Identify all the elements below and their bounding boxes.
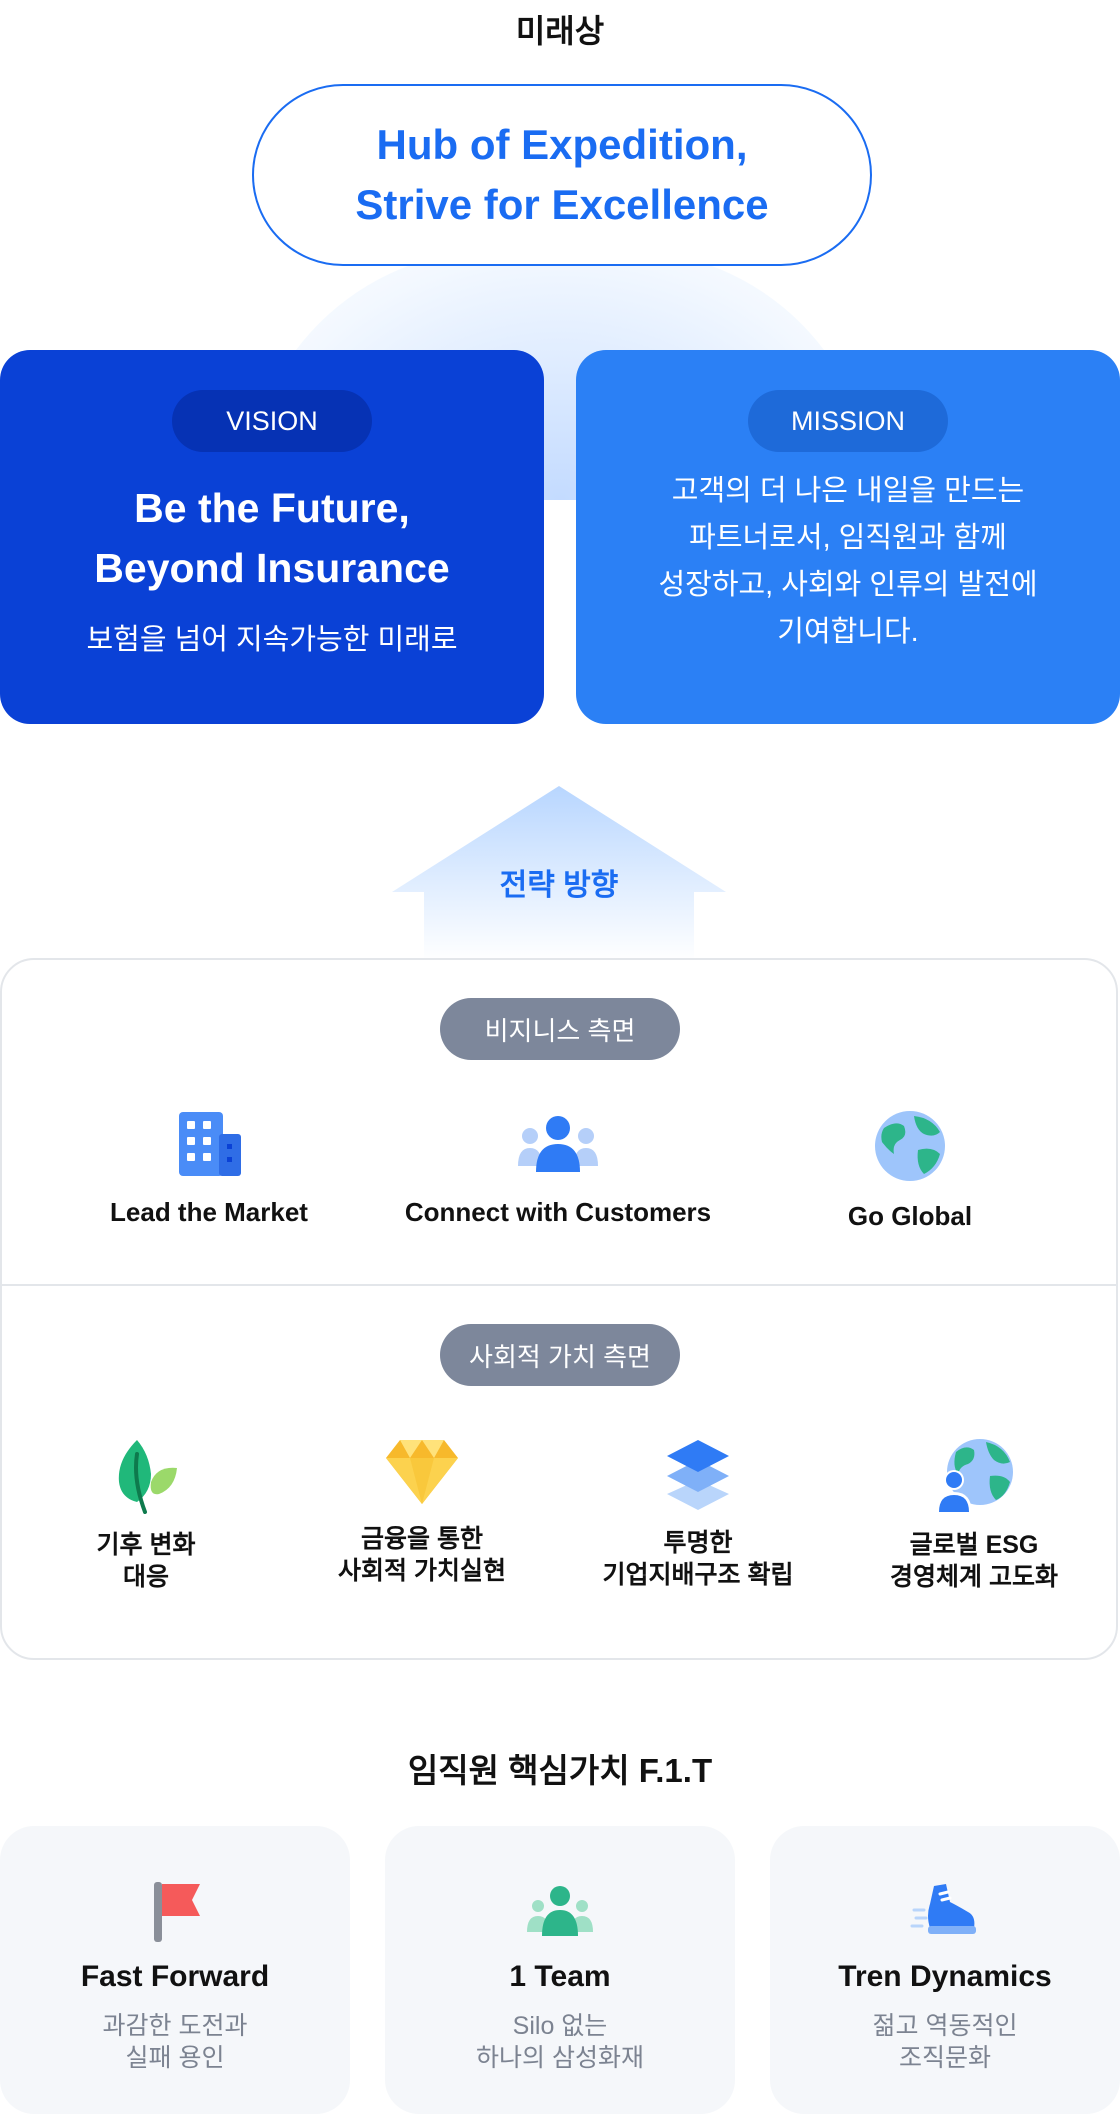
- fit-card-description: 과감한 도전과 실패 용인: [0, 2010, 350, 2074]
- fit-card-fast-forward: Fast Forward 과감한 도전과 실패 용인: [0, 1826, 350, 2114]
- mission-line: 기여합니다.: [777, 616, 919, 648]
- social-item-climate: 기후 변화 대응: [6, 1436, 286, 1593]
- leaf-icon: [118, 1440, 177, 1514]
- hub-slogan-line1: Hub of Expedition,: [376, 121, 748, 168]
- mission-statement: 고객의 더 나은 내일을 만드는 파트너로서, 임직원과 함께 성장하고, 사회…: [616, 468, 1080, 656]
- sneaker-icon: [910, 1884, 976, 1934]
- social-section-pill: 사회적 가치 측면: [440, 1324, 680, 1386]
- hub-slogan: Hub of Expedition, Strive for Excellence: [252, 84, 872, 266]
- strategy-arrow-icon: [392, 786, 726, 961]
- mission-line: 파트너로서, 임직원과 함께: [689, 522, 1007, 554]
- globe-icon: [875, 1111, 945, 1181]
- fit-card-tren-dynamics: Tren Dynamics 젊고 역동적인 조직문화: [770, 1826, 1120, 2114]
- social-item-finance: 금융을 통한 사회적 가치실현: [282, 1436, 562, 1587]
- business-item-connect-customers: Connect with Customers: [378, 1110, 738, 1228]
- social-item-esg: 글로벌 ESG 경영체계 고도화: [834, 1436, 1114, 1593]
- team-icon: [527, 1886, 593, 1936]
- vision-headline: Be the Future, Beyond Insurance: [0, 478, 544, 598]
- social-item-label: 글로벌 ESG 경영체계 고도화: [834, 1529, 1114, 1593]
- business-item-label: Connect with Customers: [404, 1197, 712, 1227]
- social-item-label: 기후 변화 대응: [6, 1529, 286, 1593]
- fit-card-description-line1: Silo 없는: [512, 2012, 608, 2040]
- social-item-label-line2: 대응: [122, 1563, 169, 1591]
- fit-card-name: Fast Forward: [80, 1960, 270, 1993]
- flag-icon: [154, 1882, 200, 1942]
- social-item-label-line1: 기후 변화: [96, 1531, 196, 1559]
- fit-card-description: Silo 없는 하나의 삼성화재: [385, 2010, 735, 2074]
- business-item-label: Lead the Market: [110, 1197, 308, 1227]
- fit-card-description-line2: 하나의 삼성화재: [476, 2044, 644, 2072]
- business-section-pill: 비지니스 측면: [440, 998, 680, 1060]
- social-item-label-line2: 기업지배구조 확립: [602, 1561, 794, 1589]
- mission-card: MISSION 고객의 더 나은 내일을 만드는 파트너로서, 임직원과 함께 …: [576, 350, 1120, 724]
- fit-card-description-line1: 젊고 역동적인: [872, 2012, 1018, 2040]
- strategy-panel: [0, 958, 1118, 1660]
- fit-card-one-team: 1 Team Silo 없는 하나의 삼성화재: [385, 1826, 735, 2114]
- vision-card: VISION Be the Future, Beyond Insurance 보…: [0, 350, 544, 724]
- fit-card-name: 1 Team: [509, 1960, 611, 1993]
- diamond-icon: [386, 1440, 458, 1504]
- strategy-divider: [0, 1284, 1118, 1286]
- hub-slogan-line2: Strive for Excellence: [355, 181, 769, 228]
- social-item-governance: 투명한 기업지배구조 확립: [558, 1436, 838, 1591]
- strategy-direction-label: 전략 방향: [499, 869, 619, 902]
- fit-card-name: Tren Dynamics: [838, 1960, 1052, 1993]
- fit-card-description-line2: 조직문화: [898, 2044, 991, 2072]
- globe-person-icon: [936, 1439, 1013, 1514]
- social-item-label-line1: 투명한: [663, 1529, 733, 1557]
- fit-card-description-line2: 실패 용인: [125, 2044, 225, 2072]
- social-item-label-line1: 금융을 통한: [361, 1525, 483, 1553]
- fit-card-description: 젊고 역동적인 조직문화: [770, 2010, 1120, 2074]
- fit-card-description-line1: 과감한 도전과: [102, 2012, 248, 2040]
- layers-icon: [667, 1440, 729, 1510]
- building-icon: [179, 1112, 241, 1176]
- social-item-label-line1: 글로벌 ESG: [909, 1531, 1039, 1559]
- vision-tag: VISION: [172, 390, 372, 452]
- social-item-label-line2: 경영체계 고도화: [890, 1563, 1058, 1591]
- vision-subtitle: 보험을 넘어 지속가능한 미래로: [86, 624, 458, 656]
- social-item-label: 투명한 기업지배구조 확립: [558, 1527, 838, 1591]
- business-item-lead-market: Lead the Market: [29, 1110, 389, 1228]
- vision-headline-line2: Beyond Insurance: [94, 545, 450, 591]
- social-item-label-line2: 사회적 가치실현: [338, 1557, 506, 1585]
- fit-section-title: 임직원 핵심가치 F.1.T: [407, 1752, 713, 1789]
- page-title: 미래상: [515, 13, 605, 49]
- social-item-label: 금융을 통한 사회적 가치실현: [282, 1523, 562, 1587]
- business-item-go-global: Go Global: [730, 1110, 1090, 1232]
- vision-headline-line1: Be the Future,: [134, 485, 410, 531]
- mission-line: 고객의 더 나은 내일을 만드는: [671, 475, 1025, 507]
- business-item-label: Go Global: [847, 1201, 973, 1231]
- mission-tag: MISSION: [748, 390, 948, 452]
- mission-line: 성장하고, 사회와 인류의 발전에: [658, 569, 1038, 601]
- people-group-icon: [518, 1116, 598, 1172]
